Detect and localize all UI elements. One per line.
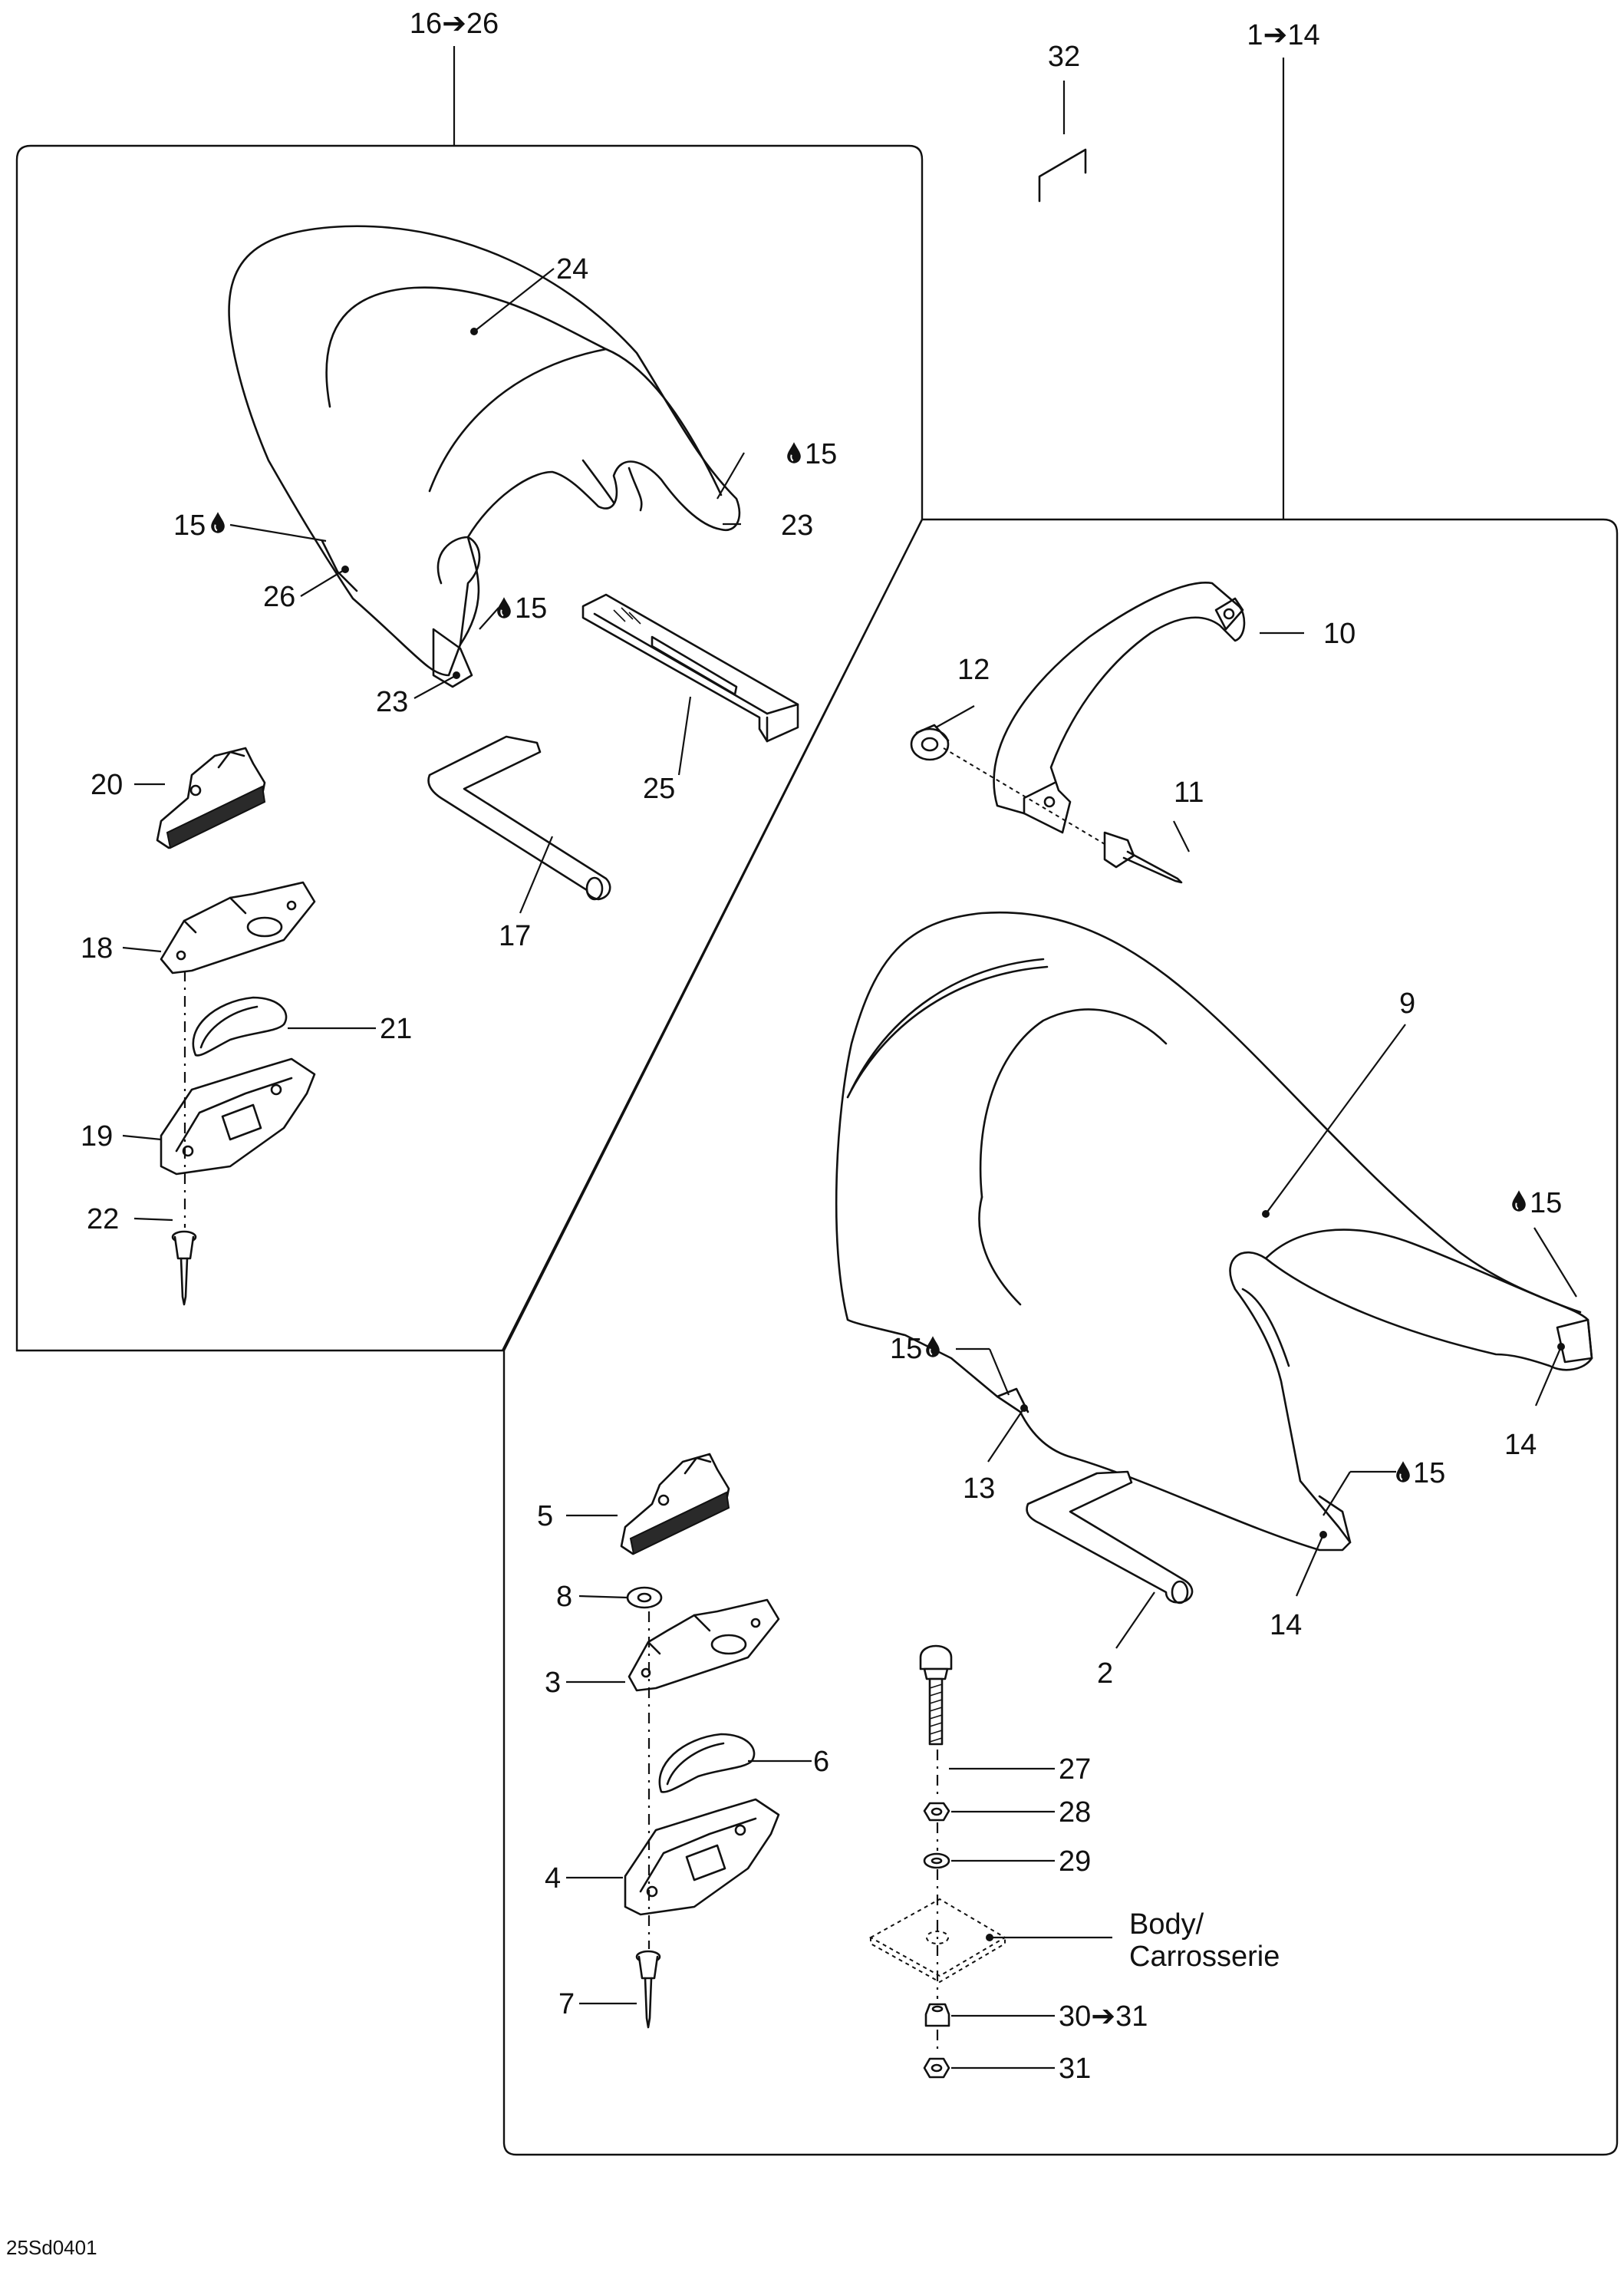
part-31-nut: [923, 2057, 950, 2079]
label-30-31: 30➔31: [1059, 2000, 1148, 2033]
part-17-wrench: [427, 735, 611, 901]
part-8-washer: [626, 1586, 663, 1609]
label-15: 15: [173, 510, 206, 542]
label-15: 15: [1530, 1187, 1562, 1219]
label-18: 18: [81, 932, 113, 965]
right-group-frame: [502, 58, 1619, 2156]
label-23: 23: [781, 510, 813, 542]
label-7: 7: [558, 1988, 575, 2020]
label-15: 15: [890, 1333, 922, 1365]
label-22: 22: [87, 1203, 119, 1235]
drop-icon: [1511, 1189, 1527, 1212]
label-19: 19: [81, 1120, 113, 1153]
part-9-driver-seat: [835, 911, 1593, 1552]
label-5: 5: [537, 1500, 553, 1532]
part-28-nut: [923, 1802, 950, 1822]
label-28: 28: [1059, 1796, 1091, 1829]
part-6-spring: [658, 1733, 756, 1793]
part-19-base: [160, 1057, 316, 1176]
part-24-passenger-seat: [228, 225, 741, 688]
part-3-bracket: [628, 1598, 780, 1692]
drop-icon: [1395, 1460, 1411, 1483]
label-15: 15: [805, 438, 837, 470]
label-17: 17: [499, 920, 531, 952]
label-group-1-14: 1➔14: [1247, 19, 1319, 51]
diagram-code: 25Sd0401: [6, 2236, 97, 2259]
label-3: 3: [545, 1667, 561, 1699]
part-10-grab-handle: [993, 582, 1246, 834]
drop-icon: [496, 596, 512, 619]
part-25-tool: [581, 593, 799, 743]
label-32: 32: [1048, 41, 1080, 73]
label-29: 29: [1059, 1845, 1091, 1878]
label-carrosserie: Carrosserie: [1129, 1941, 1280, 1973]
part-5-latch: [620, 1453, 730, 1555]
part-29-washer: [923, 1852, 950, 1869]
part-2-wrench: [1026, 1470, 1194, 1604]
part-12-grommet: [910, 724, 950, 761]
left-group-frame: [15, 46, 924, 1352]
part-30-nut: [924, 2003, 950, 2027]
label-9: 9: [1399, 988, 1415, 1020]
part-7-rivet: [635, 1950, 661, 2029]
label-group-16-26: 16➔26: [410, 8, 499, 40]
leader-lines: [122, 268, 1577, 2069]
label-13: 13: [963, 1473, 995, 1505]
label-24: 24: [556, 253, 588, 285]
drop-icon: [210, 511, 226, 534]
label-21: 21: [380, 1013, 412, 1045]
label-15: 15: [515, 592, 547, 625]
part-32-trim: [1038, 81, 1087, 203]
label-12: 12: [957, 654, 990, 686]
label-8: 8: [556, 1581, 572, 1613]
label-4: 4: [545, 1862, 561, 1895]
part-4-base: [624, 1798, 780, 1916]
part-27-bolt: [919, 1644, 953, 1746]
label-15: 15: [1413, 1457, 1445, 1489]
part-11-screw: [943, 747, 1183, 884]
label-25: 25: [643, 773, 675, 805]
part-20-latch: [156, 747, 266, 849]
label-14: 14: [1270, 1609, 1302, 1641]
label-20: 20: [91, 769, 123, 801]
label-26: 26: [263, 581, 295, 613]
label-body: Body/: [1129, 1908, 1204, 1941]
part-18-bracket: [160, 881, 316, 975]
label-2: 2: [1097, 1657, 1113, 1690]
part-22-rivet: [171, 1230, 197, 1306]
drop-icon: [786, 441, 802, 464]
part-21-spring: [192, 996, 288, 1057]
label-10: 10: [1323, 618, 1356, 650]
label-11: 11: [1174, 777, 1204, 809]
label-14: 14: [1504, 1429, 1537, 1461]
label-23: 23: [376, 686, 408, 718]
label-31: 31: [1059, 2053, 1091, 2085]
label-27: 27: [1059, 1753, 1091, 1786]
label-6: 6: [813, 1746, 829, 1778]
